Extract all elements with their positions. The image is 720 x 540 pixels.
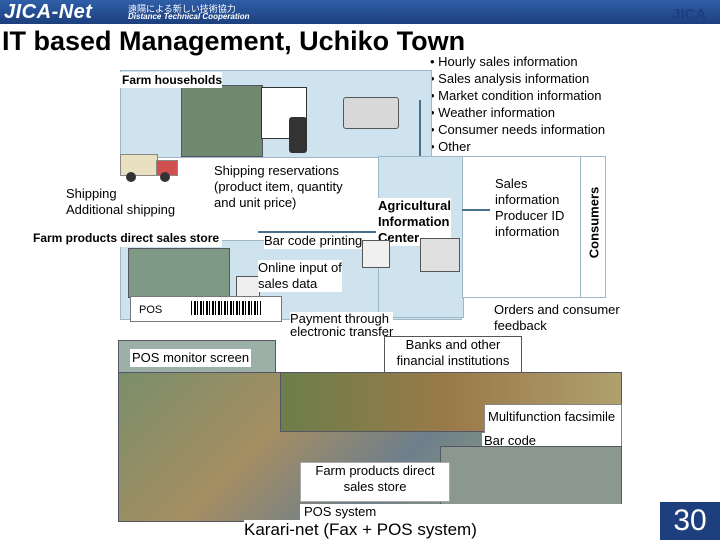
flow-arrows xyxy=(0,0,720,540)
